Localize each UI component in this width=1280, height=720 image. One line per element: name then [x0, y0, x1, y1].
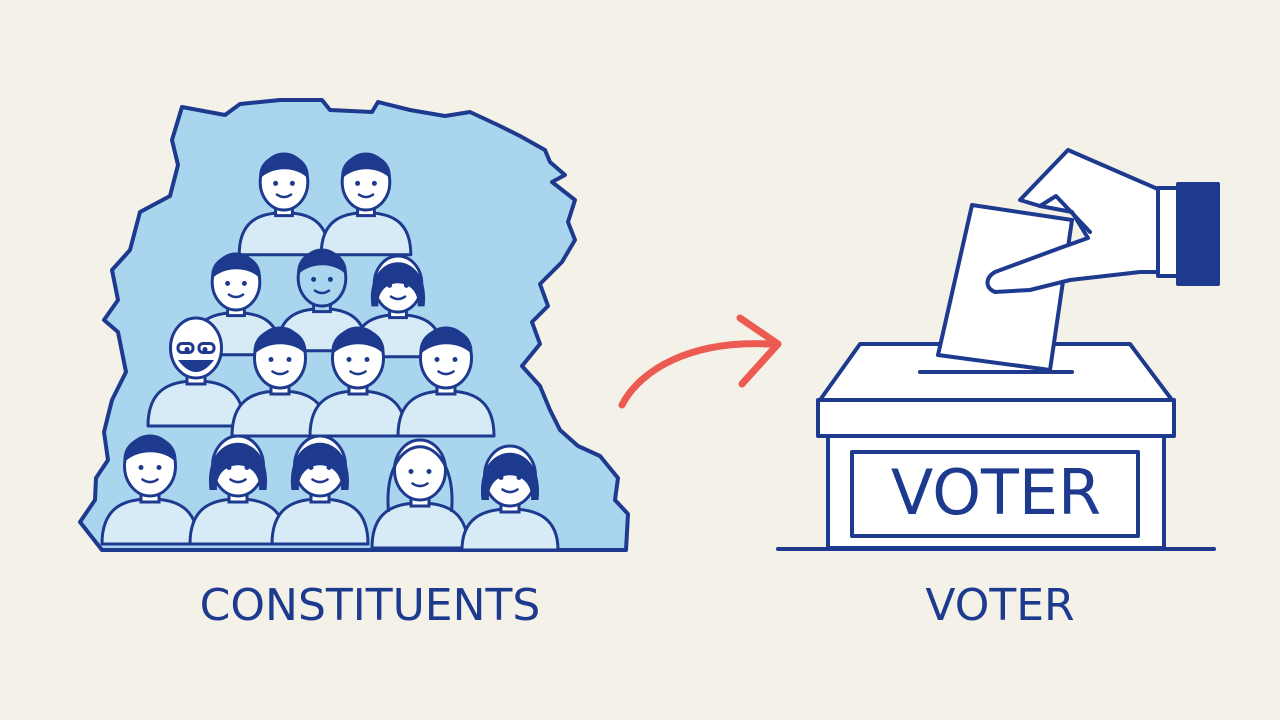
arrow-icon	[736, 314, 782, 388]
person-icon	[460, 444, 560, 552]
arrow-shaft	[618, 340, 774, 409]
person-icon	[270, 434, 370, 546]
hand-icon	[985, 148, 1220, 294]
ballot-box-icon	[776, 342, 1216, 551]
voter-label: VOTER	[925, 580, 1075, 631]
person-icon	[188, 434, 288, 546]
person-icon	[308, 326, 408, 438]
person-icon	[230, 326, 330, 438]
person-icon	[396, 326, 496, 438]
person-icon	[319, 152, 413, 257]
crowd-people-icon	[100, 152, 560, 552]
box-label: VOTER	[891, 456, 1101, 529]
constituents-label: CONSTITUENTS	[199, 580, 541, 631]
person-icon	[370, 438, 470, 550]
person-icon	[100, 434, 200, 546]
